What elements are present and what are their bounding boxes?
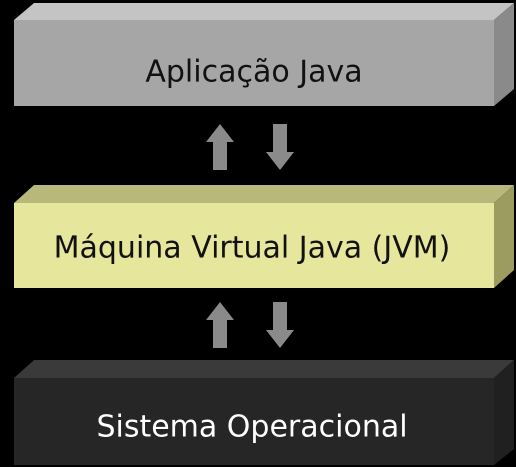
- connector-arrows: [206, 124, 294, 170]
- connector-arrows: [206, 302, 294, 348]
- layer-box-aplicacao-java: Aplicação Java: [14, 3, 514, 106]
- layer-top-face: [14, 3, 514, 20]
- down-arrow-icon: [266, 302, 294, 348]
- up-arrow-icon: [206, 302, 234, 348]
- layer-box-jvm: Máquina Virtual Java (JVM): [14, 185, 514, 288]
- layer-top-face: [14, 360, 514, 378]
- layer-top-face: [14, 185, 514, 203]
- layer-side-face: [494, 185, 514, 288]
- layer-box-sistema-operacional: Sistema Operacional: [14, 360, 514, 465]
- up-arrow-icon: [206, 124, 234, 170]
- layer-front-face: [14, 20, 494, 106]
- layer-side-face: [494, 3, 514, 106]
- down-arrow-icon: [266, 124, 294, 170]
- layer-label: Aplicação Java: [145, 55, 362, 90]
- layer-side-face: [494, 360, 514, 465]
- layer-label: Sistema Operacional: [96, 410, 407, 445]
- layer-front-face: [14, 378, 494, 465]
- layer-label: Máquina Virtual Java (JVM): [54, 231, 451, 266]
- layer-front-face: [14, 203, 494, 288]
